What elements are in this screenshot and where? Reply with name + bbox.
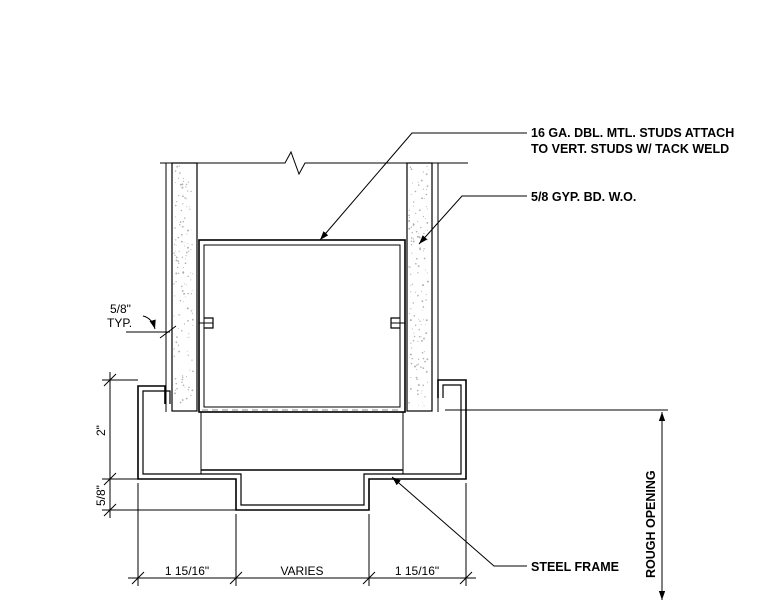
gypsum-board-right bbox=[406, 162, 433, 412]
rough-opening-dimension bbox=[445, 409, 668, 600]
typ-dimension-suffix: TYP. bbox=[107, 316, 132, 330]
leader-studs bbox=[319, 132, 527, 241]
bottom-dim-left: 1 15/16" bbox=[165, 564, 209, 578]
rough-opening-label: ROUGH OPENING bbox=[644, 470, 658, 578]
gypsum-hatch bbox=[173, 165, 194, 404]
callout-studs-line2: TO VERT. STUDS W/ TACK WELD bbox=[531, 142, 729, 156]
bottom-dimensions bbox=[128, 483, 476, 586]
double-metal-studs bbox=[198, 239, 406, 413]
steel-frame bbox=[137, 379, 467, 511]
bottom-dim-right: 1 15/16" bbox=[395, 564, 439, 578]
vertical-dim-lower: 5/8" bbox=[94, 485, 108, 506]
leader-gyp bbox=[418, 195, 527, 245]
callout-frame: STEEL FRAME bbox=[531, 560, 619, 574]
vertical-dim-upper: 2" bbox=[94, 425, 108, 436]
typ-dimension bbox=[126, 315, 177, 339]
leader-frame bbox=[391, 476, 527, 567]
left-vertical-dimensions bbox=[102, 372, 236, 518]
callout-studs-line1: 16 GA. DBL. MTL. STUDS ATTACH bbox=[531, 126, 734, 140]
callout-gyp: 5/8 GYP. BD. W.O. bbox=[531, 190, 636, 204]
gypsum-hatch bbox=[408, 165, 429, 407]
gypsum-board-left bbox=[171, 162, 198, 412]
bottom-dim-middle: VARIES bbox=[280, 564, 323, 578]
break-line bbox=[160, 150, 468, 176]
typ-dimension-value: 5/8" bbox=[110, 302, 131, 316]
